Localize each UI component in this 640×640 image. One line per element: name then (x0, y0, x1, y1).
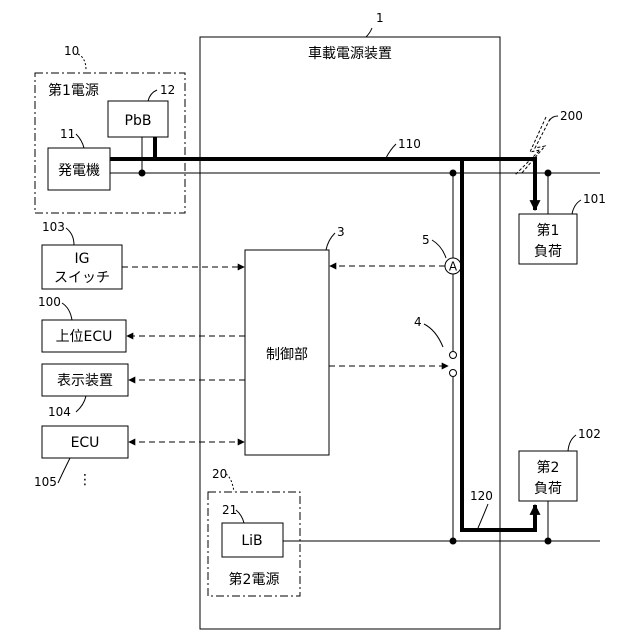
junction-dot (139, 170, 146, 177)
ig-switch-ref: 103 (42, 220, 65, 234)
load1-label-line2: 負荷 (534, 244, 562, 260)
controller-ref: 3 (337, 225, 345, 239)
ammeter-letter: A (449, 260, 458, 274)
second-power-label: 第2電源 (229, 571, 280, 588)
ammeter-leader (432, 240, 446, 258)
load1-leader (572, 200, 581, 214)
controller-label: 制御部 (266, 347, 308, 363)
ecu-leader (58, 458, 70, 483)
ig-switch-label-line1: IG (75, 251, 90, 267)
lib-ref: 21 (222, 503, 237, 517)
path-110-ref: 110 (398, 137, 421, 151)
switch-contact-top (450, 352, 457, 359)
path-120-ref: 120 (470, 489, 493, 503)
display-label: 表示装置 (57, 373, 113, 389)
switch-contact-bottom (450, 370, 457, 377)
load2-label-line2: 負荷 (534, 481, 562, 497)
ig-switch-leader (66, 228, 74, 245)
switch-leader (424, 324, 443, 347)
ecu-label: ECU (71, 435, 100, 451)
fault-ref: 200 (560, 109, 583, 123)
load2-leader (568, 435, 576, 451)
second-power-ref: 20 (212, 467, 227, 481)
path-110-leader (386, 144, 396, 158)
device-label: 車載電源装置 (308, 45, 392, 62)
ammeter-ref: 5 (422, 233, 430, 247)
first-power-ref: 10 (64, 44, 79, 58)
fault-leader (549, 116, 558, 121)
load2-ref: 102 (578, 427, 601, 441)
pbb-label: PbB (125, 113, 152, 129)
ecu-more-dots: ⋮ (78, 472, 92, 488)
generator-leader (76, 134, 84, 148)
first-power-label: 第1電源 (48, 82, 99, 99)
pbb-ref: 12 (160, 83, 175, 97)
load1-ref: 101 (583, 192, 606, 206)
current-path-110 (110, 159, 535, 210)
ecu-ref: 105 (34, 475, 57, 489)
lib-label: LiB (241, 533, 262, 549)
switch-ref: 4 (414, 315, 422, 329)
generator-ref: 11 (60, 127, 75, 141)
pbb-leader (148, 90, 157, 101)
upper-ecu-ref: 100 (38, 295, 61, 309)
upper-ecu-label: 上位ECU (56, 329, 113, 345)
load2-label-line1: 第2 (537, 459, 560, 476)
display-leader (76, 396, 86, 412)
device-ref: 1 (376, 11, 384, 25)
generator-label: 発電機 (58, 163, 100, 179)
device-leader (366, 28, 372, 37)
load1-label-line1: 第1 (537, 222, 560, 239)
ig-switch-label-line2: スイッチ (54, 270, 110, 286)
fault-lightning-icon (515, 117, 546, 175)
path-120-leader (478, 504, 488, 528)
upper-ecu-leader (62, 303, 72, 320)
controller-leader (326, 233, 335, 250)
display-ref: 104 (48, 405, 71, 419)
